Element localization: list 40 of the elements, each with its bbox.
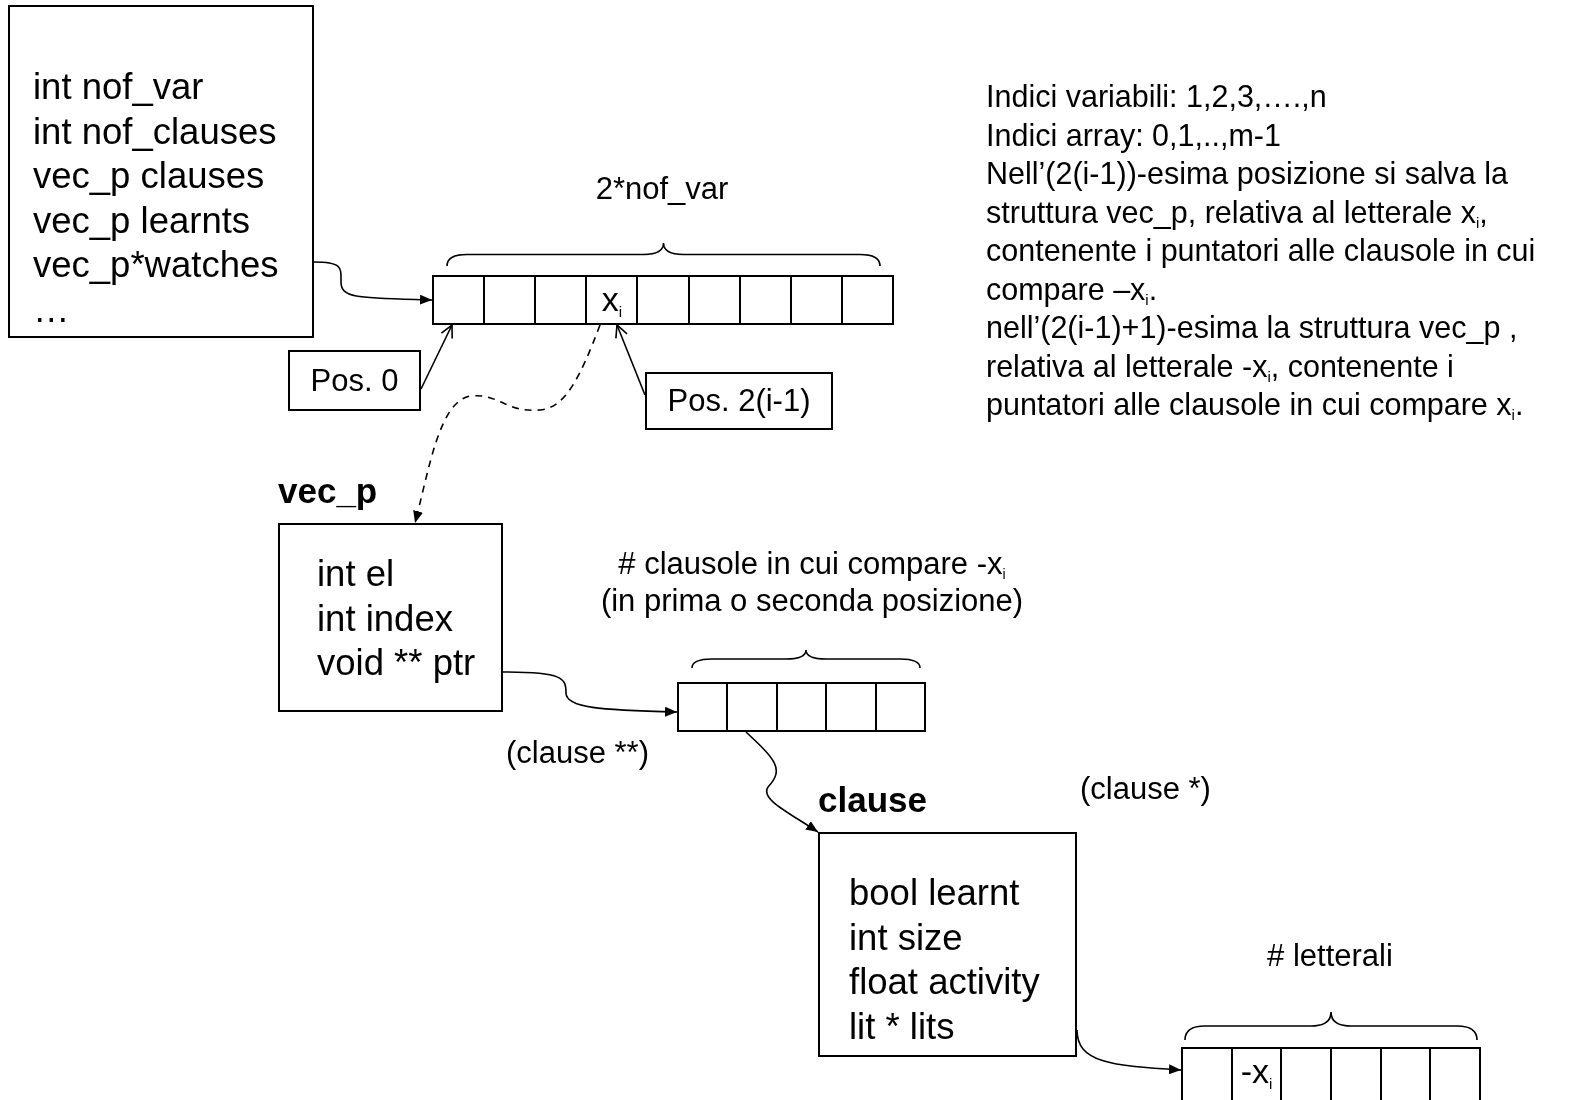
note-text: nell’(2(i-1)+1)-esima la struttura vec_p , relativa al letterale -x$_{i}$, contenente i puntatori alle clausole in cui compare x$_{i}$.	[986, 309, 1525, 424]
position-callout: Pos. 0	[288, 350, 421, 411]
note-text: Indici array: 0,1,..,m-1	[986, 116, 1282, 154]
position-callout: Pos. 2(i-1)	[645, 372, 833, 430]
size-label: (in prima o seconda posizione)	[600, 582, 1024, 619]
struct-name: vec_p	[278, 471, 378, 511]
array-strip	[1181, 1047, 1481, 1100]
code-line: int nof_clauses	[33, 109, 277, 154]
code-line: float activity	[849, 960, 1040, 1004]
arrow	[745, 731, 819, 833]
code-line: int el	[317, 552, 395, 596]
arrow	[313, 261, 433, 305]
type-label: (clause *)	[1080, 770, 1211, 808]
code-line: bool learnt	[849, 871, 1020, 915]
arrow	[1076, 1029, 1182, 1075]
arrow	[502, 671, 678, 717]
array-strip	[677, 682, 926, 732]
code-line: vec_p clauses	[33, 154, 265, 198]
note-text: Indici variabili: 1,2,3,….,n	[986, 78, 1328, 115]
array-strip	[432, 275, 894, 325]
code-line: int size	[849, 915, 963, 960]
size-label: # clausole in cui compare -x$_{i}$	[617, 545, 1007, 582]
size-label: 2*nof_var	[595, 170, 729, 207]
cell-value: -x$_{i}$	[1240, 1053, 1273, 1089]
struct-name: clause	[818, 780, 927, 820]
note-text: Nell’(2(i-1))-esima posizione si salva la struttura vec_p, relativa al letterale x$_{i}$, contenente i puntatori alle clausole in cui compare –x$_{i}$.	[986, 155, 1537, 308]
size-label: # letterali	[1267, 937, 1393, 974]
code-line: int nof_var	[33, 65, 204, 109]
code-line: int index	[317, 596, 453, 641]
code-line: vec_p*watches	[33, 243, 279, 287]
code-line: void ** ptr	[317, 641, 476, 685]
code-line: vec_p learnts	[33, 198, 251, 243]
arrow	[615, 324, 646, 396]
type-label: (clause **)	[506, 734, 649, 772]
code-line: lit * lits	[849, 1004, 955, 1049]
code-line: …	[33, 287, 70, 332]
struct-box	[8, 5, 314, 338]
cell-value: x$_{i}$	[601, 281, 623, 317]
arrow	[420, 324, 453, 390]
dashed-arrow	[413, 324, 601, 524]
